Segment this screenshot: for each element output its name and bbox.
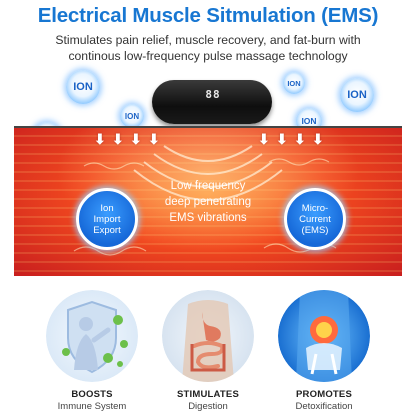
micro-current-badge: Micro- Current (EMS) bbox=[284, 188, 346, 250]
benefit-subtitle: Immune System bbox=[57, 401, 127, 412]
arrow-down-icon: ⬇ bbox=[148, 131, 160, 147]
arrow-down-icon: ⬇ bbox=[312, 131, 324, 147]
benefit-title: BOOSTS bbox=[71, 389, 113, 400]
subtitle-line-2: continous low-frequency pulse massage te… bbox=[68, 49, 348, 63]
arrow-down-icon: ⬇ bbox=[258, 131, 270, 147]
benefit-subtitle: Detoxification bbox=[295, 401, 353, 412]
panel-caption-line-2: deep penetrating bbox=[164, 196, 252, 208]
arrow-down-icon: ⬇ bbox=[112, 131, 124, 147]
panel-caption-line-1: Low frequency bbox=[170, 180, 246, 192]
body-xray-icon bbox=[278, 290, 370, 382]
panel-top-edge bbox=[14, 126, 402, 128]
arrow-down-icon: ⬇ bbox=[276, 131, 288, 147]
ems-device: 88 bbox=[152, 80, 272, 124]
ion-import-export-badge: Ion Import Export bbox=[76, 188, 138, 250]
ion-bubble-icon: ION bbox=[340, 78, 374, 112]
ion-bubble-icon: ION bbox=[283, 72, 305, 94]
benefit-subtitle: Digestion bbox=[188, 401, 228, 412]
arrow-down-icon: ⬇ bbox=[294, 131, 306, 147]
device-display: 88 bbox=[205, 88, 221, 101]
shield-body-icon bbox=[46, 290, 138, 382]
page-title: Electrical Muscle Sitmulation (EMS) bbox=[37, 4, 379, 27]
benefit-title: PROMOTES bbox=[296, 389, 352, 400]
benefit-title: STIMULATES bbox=[177, 389, 239, 400]
panel-caption-line-3: EMS vibrations bbox=[169, 212, 247, 224]
subtitle-line-1: Stimulates pain relief, muscle recovery,… bbox=[55, 33, 361, 47]
body-panel: ⬇ ⬇ ⬇ ⬇ ⬇ ⬇ ⬇ ⬇ Low frequency deep penet… bbox=[14, 126, 402, 276]
arrow-down-icon: ⬇ bbox=[130, 131, 142, 147]
arrow-down-icon: ⬇ bbox=[94, 131, 106, 147]
ion-bubble-icon: ION bbox=[120, 104, 144, 128]
digestive-system-icon bbox=[162, 290, 254, 382]
ion-bubble-icon: ION bbox=[66, 70, 100, 104]
